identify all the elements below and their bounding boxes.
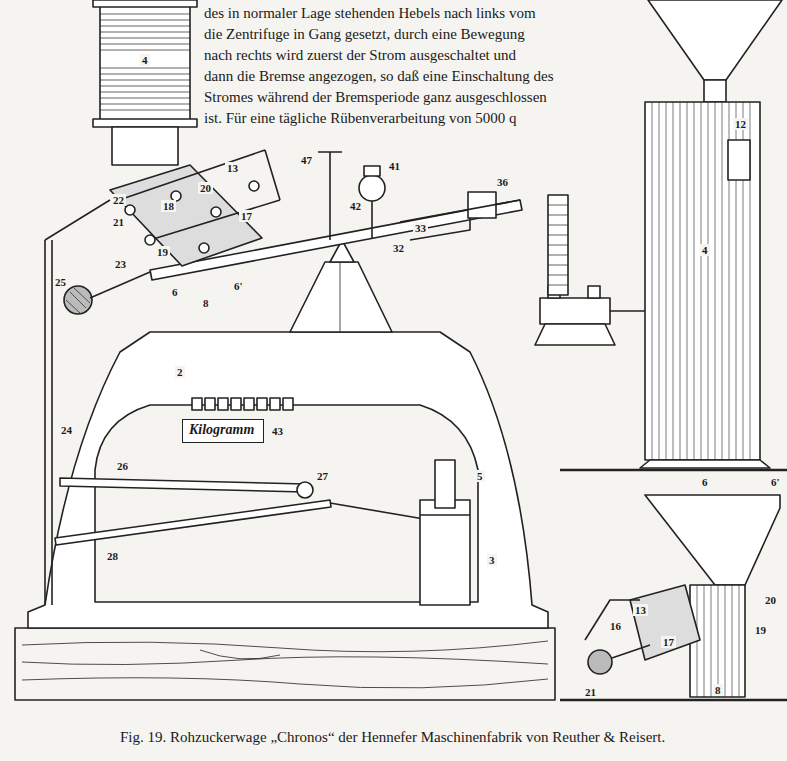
body-text-line: des in normaler Lage stehenden Hebels na…	[204, 4, 536, 22]
body-text-line: ist. Für eine tägliche Rübenverarbeitung…	[204, 109, 516, 127]
callout-number: 17	[239, 210, 254, 222]
callout-number: 36	[495, 176, 510, 188]
callout-number: 6	[170, 286, 180, 298]
body-text-line: Stromes während der Bremsperiode ganz au…	[204, 88, 547, 106]
callout-number: 22	[111, 194, 126, 206]
callout-number: 3	[487, 554, 497, 566]
callout-number: 6'	[232, 280, 245, 292]
callout-number: 27	[315, 470, 330, 482]
callout-number: 18	[161, 200, 176, 212]
callout-number: 33	[413, 222, 428, 234]
counter-plate: Kilogramm	[182, 419, 264, 443]
callout-number: 8	[713, 684, 723, 696]
callout-number: 6	[700, 476, 710, 488]
callout-number: 19	[155, 246, 170, 258]
callout-number: 28	[105, 550, 120, 562]
callout-number: 4	[700, 244, 710, 256]
callout-number: 19	[753, 624, 768, 636]
body-text-line: die Zentrifuge in Gang gesetzt, durch ei…	[204, 25, 525, 43]
callout-number: 20	[198, 182, 213, 194]
callout-number: 32	[391, 242, 406, 254]
callout-number: 13	[225, 162, 240, 174]
callout-number: 21	[111, 216, 126, 228]
callout-number: 41	[387, 160, 402, 172]
callout-number: 23	[113, 258, 128, 270]
callout-number: 4	[140, 54, 150, 66]
body-text-line: nach rechts wird zuerst der Strom ausges…	[204, 46, 516, 64]
body-text-line: dann die Bremse angezogen, so daß eine E…	[204, 67, 553, 85]
callout-number: 26	[115, 460, 130, 472]
plate-text: Kilogramm	[183, 420, 263, 440]
callout-number: 24	[59, 424, 74, 436]
callout-number: 21	[583, 686, 598, 698]
callout-number: 20	[763, 594, 778, 606]
callout-number: 8	[201, 297, 211, 309]
callout-number: 12	[733, 118, 748, 130]
callout-number: 5	[475, 470, 485, 482]
callout-number: 25	[53, 276, 68, 288]
callout-number: 43	[270, 425, 285, 437]
figure-caption: Fig. 19. Rohzuckerwage „Chronos“ der Hen…	[120, 728, 665, 746]
callout-number: 16	[608, 620, 623, 632]
callout-number: 6'	[769, 476, 782, 488]
callout-number: 13	[633, 604, 648, 616]
callout-number: 17	[661, 636, 676, 648]
callout-number: 2	[175, 366, 185, 378]
callout-number: 47	[299, 154, 314, 166]
callout-number: 42	[348, 200, 363, 212]
